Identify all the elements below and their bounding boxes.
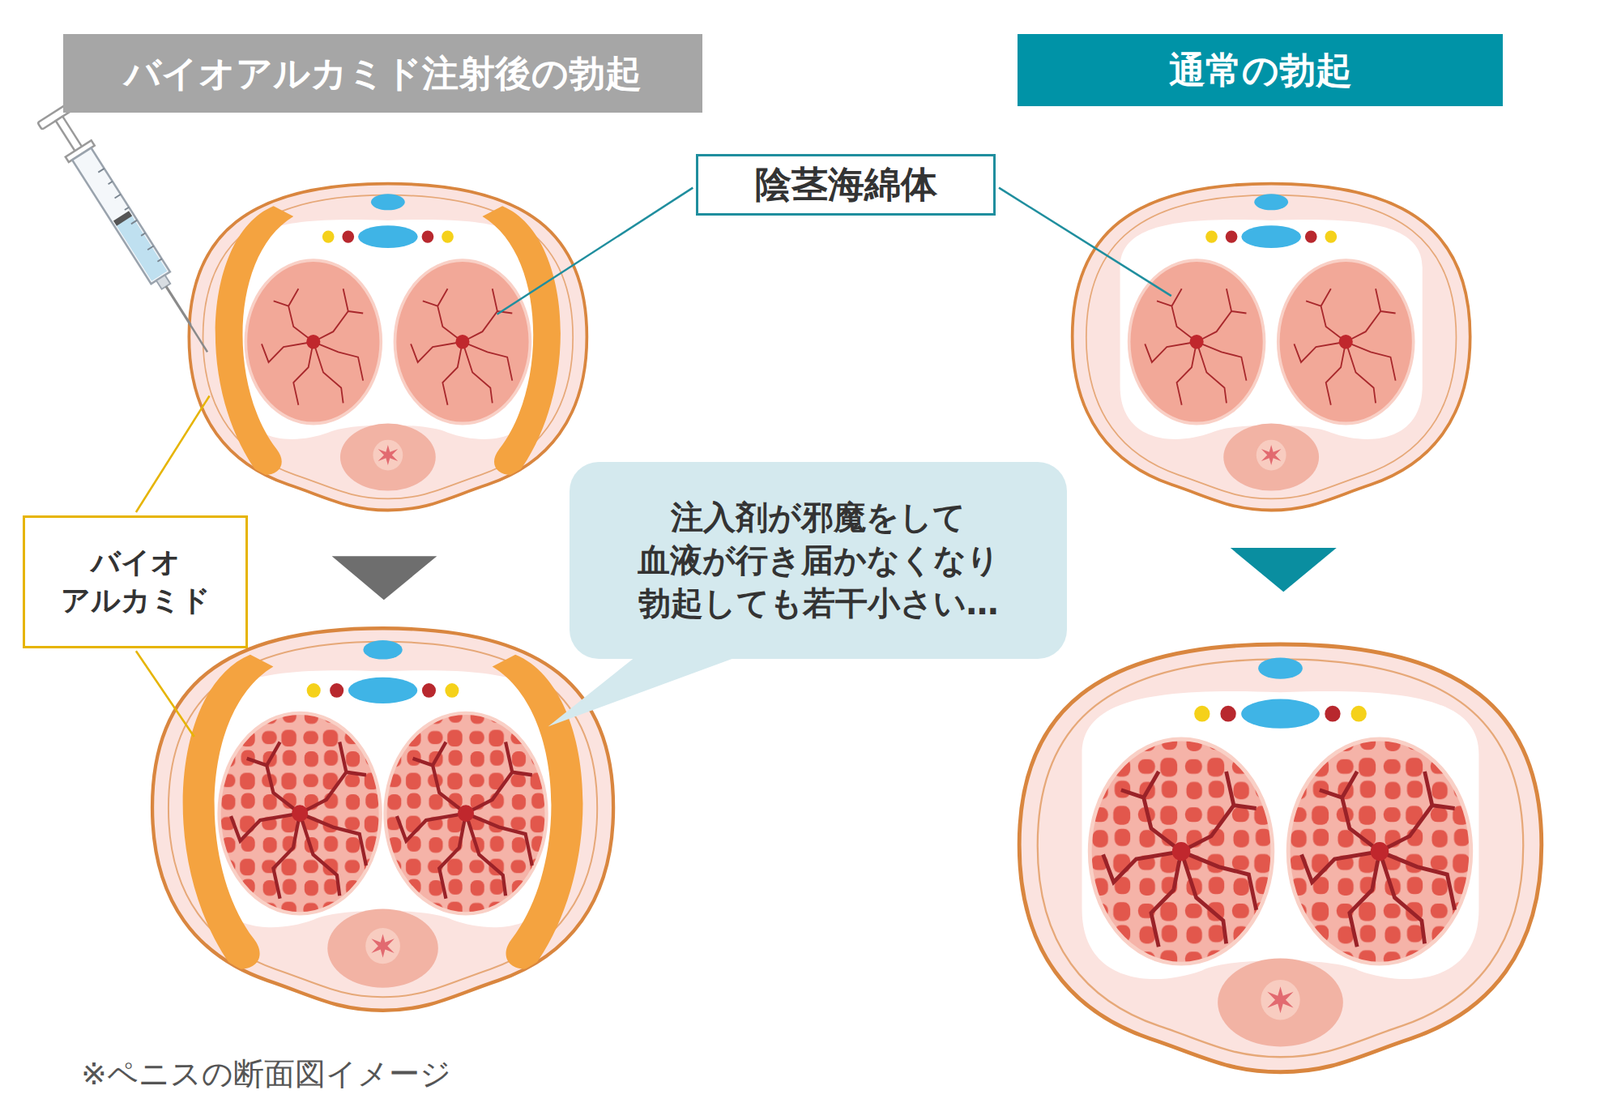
scale-ticks [98, 168, 162, 263]
corpus [1288, 738, 1472, 964]
plunger-tip [113, 210, 133, 227]
heading-banner: 通常の勃起 [1017, 34, 1503, 107]
section-injected-erect [152, 627, 614, 1010]
node-text: 注入剤が邪魔をして 血液が行き届かなくなり 勃起しても若干小さい… [601, 495, 1035, 624]
needle [166, 285, 191, 325]
section-normal-erect [1019, 644, 1542, 1072]
needle-leader [190, 324, 208, 352]
down-arrow [332, 555, 438, 600]
caption: ※ペニスの断面図イメージ [81, 1053, 452, 1095]
node-text: 通常の勃起 [1169, 46, 1353, 95]
barrel [72, 147, 171, 284]
liquid [115, 213, 168, 281]
part-label-box: 陰茎海綿体 [695, 153, 996, 216]
section-injected [188, 183, 587, 511]
body [1019, 644, 1542, 1072]
corpus [1278, 260, 1414, 423]
corpus [394, 260, 530, 423]
leader-line [998, 187, 1172, 296]
corpus [384, 712, 547, 914]
leader-line [136, 650, 195, 737]
needle-hub [156, 274, 171, 289]
node-text: 陰茎海綿体 [755, 160, 938, 210]
corpus [219, 712, 381, 914]
body [188, 183, 587, 511]
section-normal [1072, 183, 1471, 511]
part-label-box: バイオ アルカミド [22, 515, 248, 649]
corpus [1129, 260, 1265, 423]
speech-bubble: 注入剤が邪魔をして 血液が行き届かなくなり 勃起しても若干小さい… [569, 461, 1067, 659]
corpus [245, 260, 381, 423]
corpus [1089, 738, 1273, 964]
body [1072, 183, 1471, 511]
leader-line [497, 187, 694, 315]
filler [215, 205, 561, 475]
leader-line [136, 395, 210, 512]
syringe [37, 100, 208, 336]
filler [183, 654, 584, 969]
node-text: バイオアルカミド注射後の勃起 [123, 49, 642, 99]
node-text: バイオ アルカミド [41, 543, 230, 620]
heading-banner: バイオアルカミド注射後の勃起 [63, 34, 703, 113]
down-arrow [1230, 547, 1337, 592]
body [152, 627, 614, 1010]
